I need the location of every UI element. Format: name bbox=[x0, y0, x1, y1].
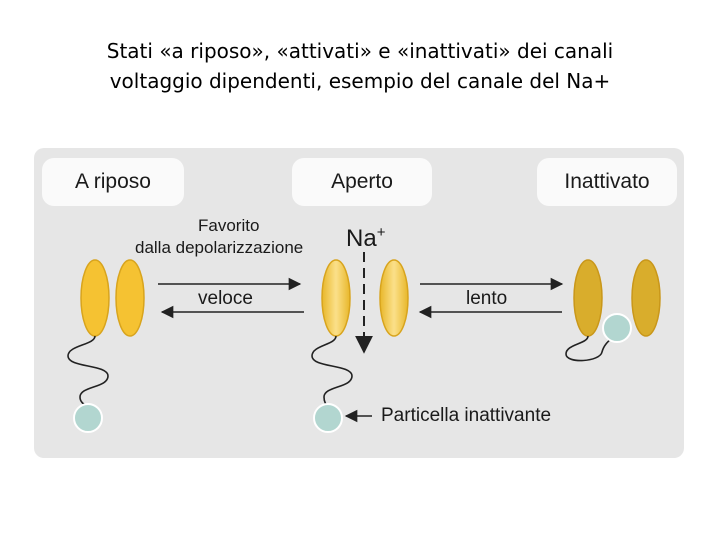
rest-inactivation-particle bbox=[74, 404, 102, 432]
open-subunit-left bbox=[322, 260, 350, 336]
particle-label: Particella inattivante bbox=[381, 405, 551, 427]
rest-channel bbox=[68, 260, 144, 432]
favored-label-line2: dalla depolarizzazione bbox=[135, 238, 303, 258]
ion-label: Na+ bbox=[346, 224, 385, 253]
open-subunit-right bbox=[380, 260, 408, 336]
rest-subunit-left bbox=[81, 260, 109, 336]
rest-tether bbox=[68, 336, 108, 406]
rest-subunit-right bbox=[116, 260, 144, 336]
favored-label-line1: Favorito bbox=[198, 216, 259, 236]
fast-label: veloce bbox=[198, 288, 253, 310]
inactivated-subunit-right bbox=[632, 260, 660, 336]
inactivated-subunit-left bbox=[574, 260, 602, 336]
slow-label: lento bbox=[466, 288, 507, 310]
inactivated-tether bbox=[566, 336, 614, 361]
inactivated-inactivation-particle bbox=[603, 314, 631, 342]
inactivated-channel bbox=[566, 260, 660, 361]
open-inactivation-particle bbox=[314, 404, 342, 432]
open-tether bbox=[312, 336, 352, 406]
ion-charge: + bbox=[377, 224, 386, 241]
ion-symbol: Na bbox=[346, 225, 377, 252]
